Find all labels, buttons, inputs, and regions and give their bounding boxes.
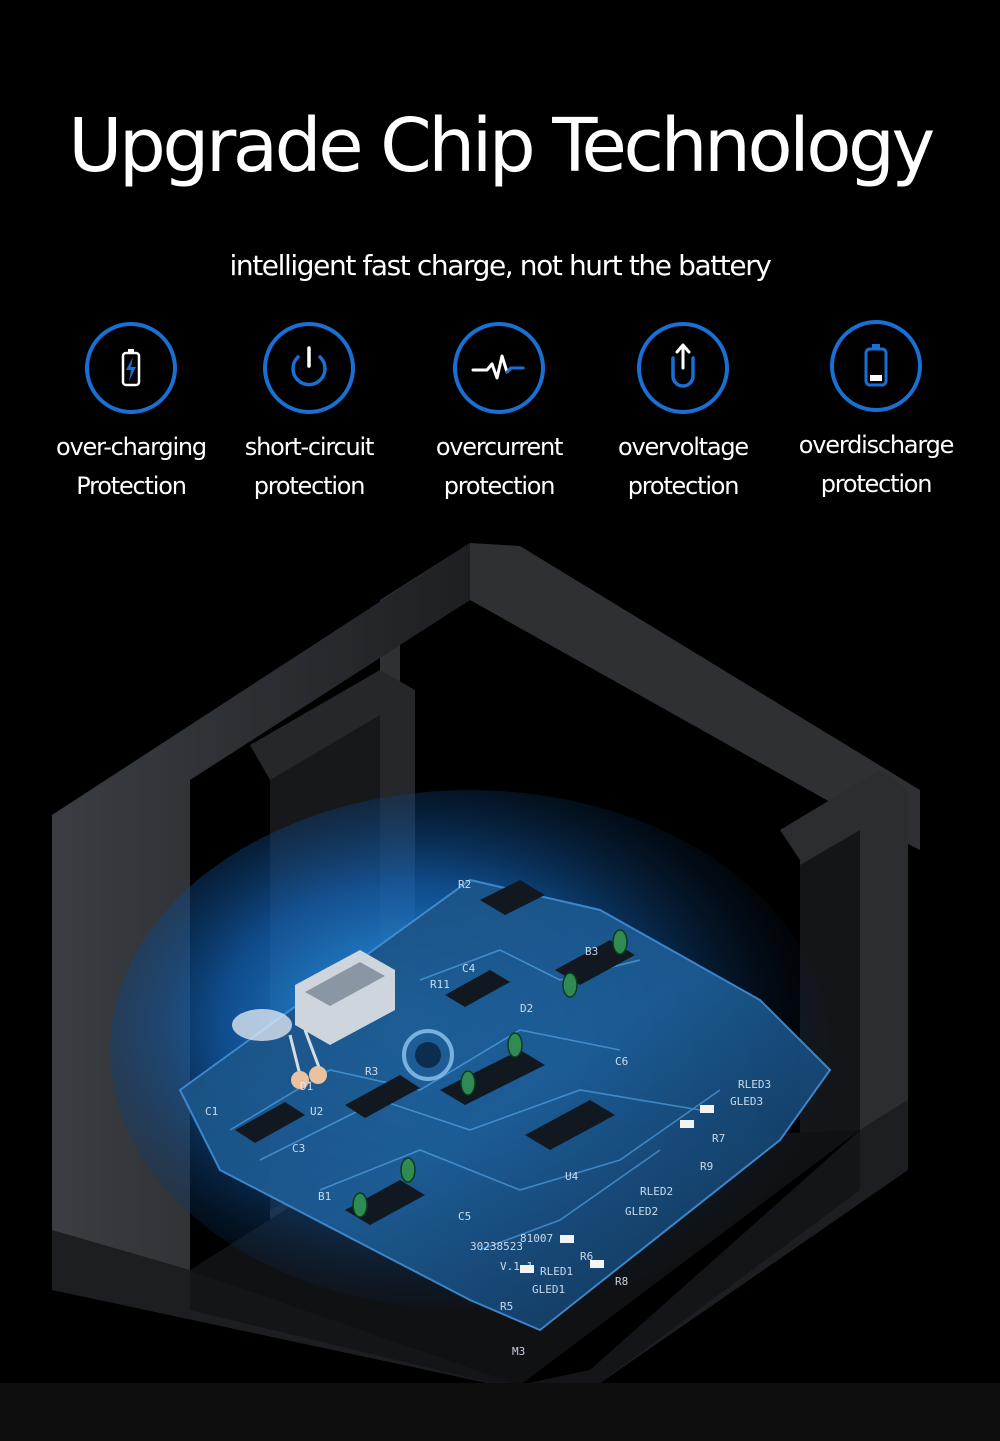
- silk-label: R7: [712, 1132, 725, 1145]
- silk-label: R3: [365, 1065, 378, 1078]
- page-title: Upgrade Chip Technology: [68, 103, 935, 189]
- silk-label: RLED1: [540, 1265, 573, 1278]
- silk-label: R2: [458, 878, 471, 891]
- silk-label: GLED1: [532, 1283, 565, 1296]
- silk-label: D1: [300, 1080, 313, 1093]
- feature-label-line2: protection: [443, 472, 556, 500]
- silk-label: C6: [615, 1055, 628, 1068]
- feature-over-charging: over-charging Protection: [31, 320, 231, 506]
- led-component: [232, 1009, 327, 1089]
- feature-label-line1: overdischarge: [798, 431, 955, 459]
- feature-label-line2: protection: [627, 472, 740, 500]
- mounting-hole: [402, 1029, 454, 1081]
- silk-label: RLED2: [640, 1185, 673, 1198]
- feature-label-line1: overcurrent: [435, 433, 564, 461]
- feature-overdischarge: overdischarge protection: [776, 318, 976, 504]
- silk-label: R8: [615, 1275, 628, 1288]
- low-battery-icon: [830, 320, 922, 412]
- silk-label: D2: [520, 1002, 533, 1015]
- feature-label-line2: Protection: [76, 472, 187, 500]
- u-turn-arrow-icon: [637, 322, 729, 414]
- silk-label: R5: [500, 1300, 513, 1313]
- power-icon: [263, 322, 355, 414]
- battery-bolt-icon: [85, 322, 177, 414]
- feature-label-line2: protection: [820, 470, 933, 498]
- silk-label: U2: [310, 1105, 323, 1118]
- feature-label-line1: overvoltage: [618, 433, 749, 461]
- feature-label-line1: short-circuit: [244, 433, 375, 461]
- silk-label: RLED3: [738, 1078, 771, 1091]
- silk-label: C5: [458, 1210, 471, 1223]
- pulse-icon: [453, 322, 545, 414]
- page-subtitle: intelligent fast charge, not hurt the ba…: [229, 249, 772, 282]
- silk-label: C1: [205, 1105, 218, 1118]
- charger-circuit-illustration: R2 C4 R11 D2 B3 C6 D1 R3 U2 C1 C3 B1 C5 …: [52, 543, 920, 1390]
- feature-label-line1: over-charging: [56, 433, 207, 461]
- feature-overcurrent: overcurrent protection: [399, 320, 599, 506]
- silk-label: C4: [462, 962, 476, 975]
- feature-short-circuit: short-circuit protection: [209, 320, 409, 506]
- silk-label: R9: [700, 1160, 713, 1173]
- silk-label: C3: [292, 1142, 305, 1155]
- feature-label-line2: protection: [253, 472, 366, 500]
- silk-label: B1: [318, 1190, 331, 1203]
- feature-overvoltage: overvoltage protection: [583, 320, 783, 506]
- footer-band: [0, 1383, 1000, 1441]
- silk-label: GLED2: [625, 1205, 658, 1218]
- silk-label: V.1.1: [500, 1260, 533, 1273]
- silk-label: R6: [580, 1250, 593, 1263]
- silk-label: 30238523: [470, 1240, 523, 1253]
- silk-label: 81007: [520, 1232, 553, 1245]
- silk-label: GLED3: [730, 1095, 763, 1108]
- usb-c-port: [295, 950, 395, 1045]
- silk-label: B3: [585, 945, 598, 958]
- silk-label: R11: [430, 978, 450, 991]
- silk-label: M3: [512, 1345, 525, 1358]
- silk-label: U4: [565, 1170, 579, 1183]
